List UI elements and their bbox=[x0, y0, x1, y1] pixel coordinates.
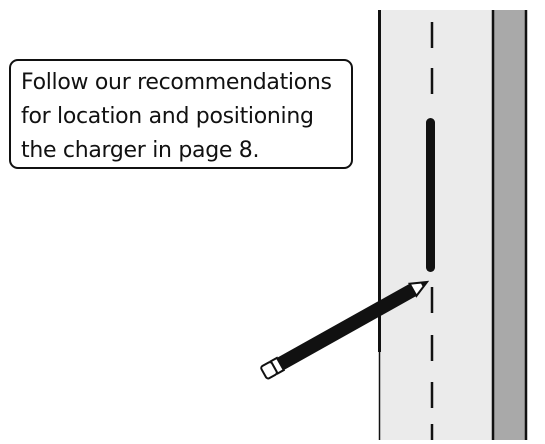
callout-line-3: the charger in page 8. bbox=[21, 138, 260, 163]
callout-line-1: Follow our recommendations bbox=[21, 70, 332, 95]
pencil-icon bbox=[260, 280, 430, 380]
callout-line-2: for location and positioning bbox=[21, 104, 314, 129]
marked-line-icon bbox=[426, 118, 435, 272]
instruction-callout: Follow our recommendations for location … bbox=[9, 59, 353, 169]
wall-face bbox=[379, 10, 493, 440]
wall-side-panel bbox=[493, 10, 526, 440]
